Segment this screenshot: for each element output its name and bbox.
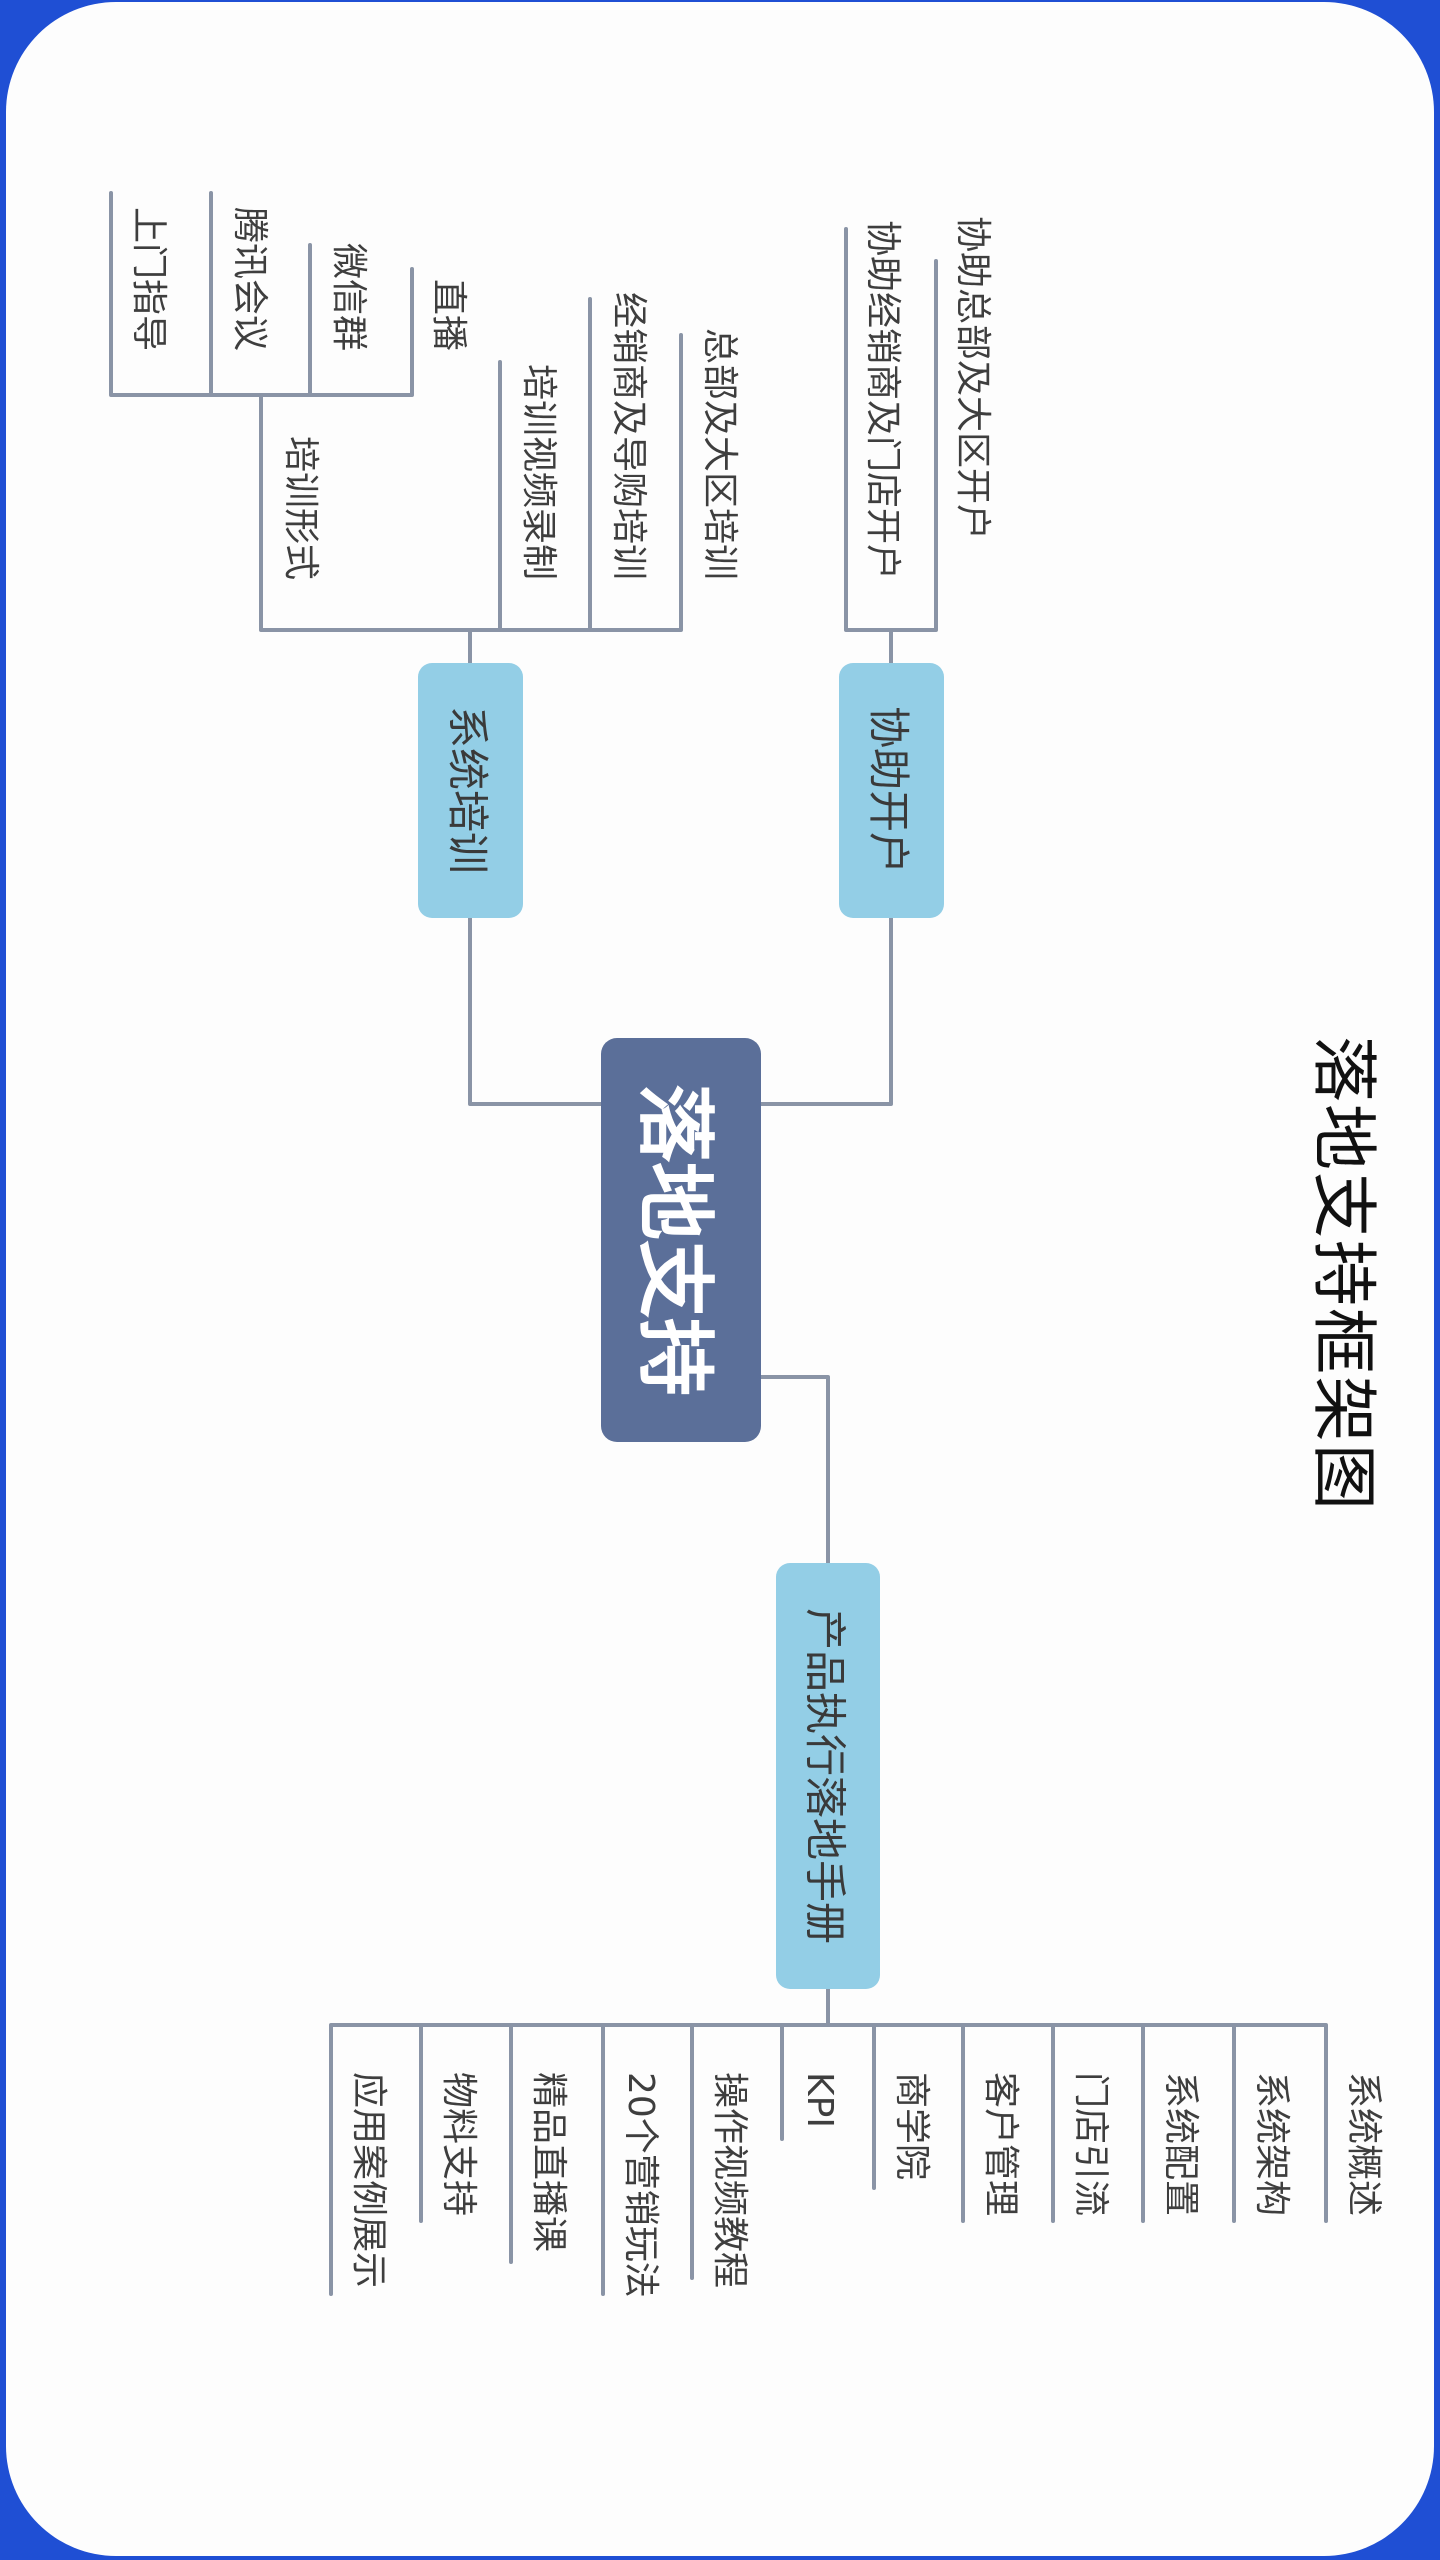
leaf-form: 直播: [428, 278, 469, 351]
connector-root-training: [468, 916, 603, 1106]
leaf-form: 上门指导: [128, 206, 169, 351]
connector-forms: [109, 191, 414, 402]
leaf-manual: 门店引流: [1070, 2072, 1111, 2217]
leaf-manual: 商学院: [891, 2072, 932, 2181]
leaf-account: 协助经销商及门店开户: [862, 219, 903, 580]
connector-root-account: [759, 916, 893, 1106]
node-account-label: 协助开户: [864, 706, 913, 875]
leaf-training: 培训视频录制: [518, 363, 559, 580]
connector-account-children: [844, 227, 938, 665]
connector-manual-children: [329, 1987, 1328, 2296]
root-node: 落地支持: [601, 1038, 761, 1442]
leaf-manual: 系统架构: [1251, 2072, 1292, 2217]
connector-training-children: [259, 297, 683, 665]
node-training: 系统培训: [418, 663, 523, 918]
leaf-form: 微信群: [328, 242, 369, 351]
root-label: 落地支持: [629, 1083, 719, 1396]
leaf-manual: 20个营销玩法: [620, 2072, 661, 2298]
node-account: 协助开户: [839, 663, 944, 918]
leaf-form: 腾讯会议: [229, 206, 270, 351]
leaf-manual: 客户管理: [980, 2072, 1021, 2217]
leaf-account: 协助总部及大区开户: [952, 215, 993, 540]
leaf-manual: 应用案例展示: [348, 2072, 389, 2289]
leaf-training: 经销商及导购培训: [608, 291, 649, 580]
leaf-manual: 物料支持: [438, 2072, 479, 2217]
node-manual-label: 产品执行落地手册: [800, 1607, 850, 1944]
node-training-label: 系统培训: [443, 706, 492, 875]
diagram-title: 落地支持框架图: [1305, 1036, 1382, 1512]
leaf-training: 培训形式: [280, 435, 321, 580]
leaf-manual: 操作视频教程: [709, 2072, 750, 2289]
node-manual: 产品执行落地手册: [776, 1563, 880, 1989]
leaf-manual: 系统概述: [1343, 2072, 1384, 2217]
leaf-manual: 精品直播课: [528, 2072, 569, 2253]
connector-root-manual: [759, 1375, 830, 1565]
leaf-manual: 系统配置: [1160, 2072, 1201, 2217]
leaf-manual: KPI: [799, 2072, 840, 2128]
leaf-training: 总部及大区培训: [699, 327, 740, 580]
